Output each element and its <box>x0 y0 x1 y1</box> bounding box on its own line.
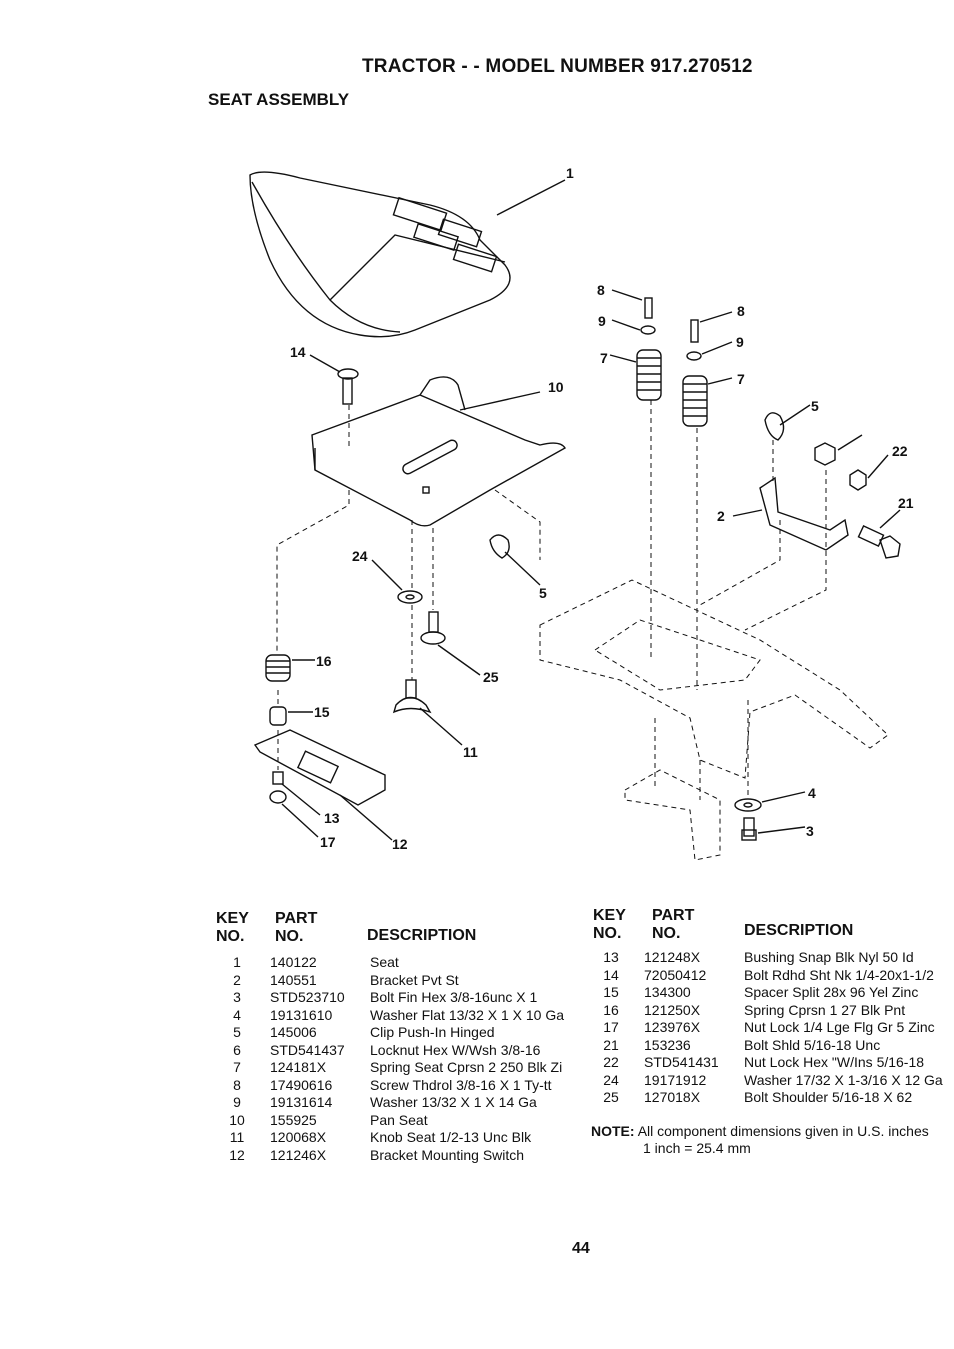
callout-10: 10 <box>548 379 564 395</box>
dimension-note: NOTE: All component dimensions given in … <box>591 1123 929 1157</box>
bracket-12-drawing <box>253 729 393 841</box>
right-description-header: DESCRIPTION <box>744 922 854 939</box>
bracket-2-drawing <box>732 476 849 551</box>
frame-dashed-drawing <box>276 400 889 861</box>
spring-16-drawing <box>265 654 315 682</box>
seat-assembly-diagram: 1 2 3 4 5 5 7 7 8 8 9 9 10 11 12 13 14 1… <box>249 165 914 861</box>
callout-3: 3 <box>806 823 814 839</box>
clip-5-left-drawing <box>489 534 541 586</box>
note-line2: 1 inch = 25.4 mm <box>643 1140 751 1156</box>
callout-4: 4 <box>808 785 816 801</box>
bolt-14-drawing <box>309 354 359 405</box>
bolt-25-drawing <box>420 611 481 676</box>
callout-15: 15 <box>314 704 330 720</box>
part-header-line2: NO. <box>275 928 304 945</box>
part-header-line1: PART <box>652 907 695 924</box>
callout-9-right: 9 <box>736 334 744 350</box>
bolt-3-drawing <box>741 817 806 841</box>
callout-8-left: 8 <box>597 282 605 298</box>
bolt-21-drawing <box>857 509 901 559</box>
spring-stack-right-drawing <box>682 311 733 427</box>
key-header-line1: KEY <box>216 910 249 927</box>
right-part-header: PART NO. <box>652 907 694 943</box>
callout-22: 22 <box>892 443 908 459</box>
nut-22-drawing <box>814 434 889 491</box>
page-title: TRACTOR - - MODEL NUMBER 917.270512 <box>362 56 753 77</box>
key-header-line2: NO. <box>593 925 622 942</box>
knob-11-drawing <box>392 679 463 746</box>
key-header-line2: NO. <box>216 928 245 945</box>
nut-17-drawing <box>269 771 321 838</box>
callout-7-left: 7 <box>600 350 608 366</box>
callout-1: 1 <box>566 165 574 181</box>
callout-21: 21 <box>898 495 914 511</box>
key-header-line1: KEY <box>593 907 626 924</box>
callout-11: 11 <box>463 744 478 760</box>
washer-24-drawing <box>371 559 423 604</box>
left-part-header: PART NO. <box>275 910 317 946</box>
left-key-header: KEY NO. <box>216 910 249 946</box>
page-number: 44 <box>572 1240 590 1257</box>
callout-16: 16 <box>316 653 332 669</box>
callout-7-right: 7 <box>737 371 745 387</box>
note-label: NOTE: <box>591 1123 635 1139</box>
callout-9-left: 9 <box>598 313 606 329</box>
pan-seat-part-drawing <box>311 376 566 527</box>
left-description-header: DESCRIPTION <box>367 927 477 944</box>
part-header-line1: PART <box>275 910 318 927</box>
callout-13: 13 <box>324 810 340 826</box>
clip-5-right-drawing <box>764 404 811 441</box>
callout-17: 17 <box>320 834 336 850</box>
part-header-line2: NO. <box>652 925 681 942</box>
section-title: SEAT ASSEMBLY <box>208 90 350 109</box>
callout-24: 24 <box>352 548 368 564</box>
callout-8-right: 8 <box>737 303 745 319</box>
note-line1: All component dimensions given in U.S. i… <box>637 1123 929 1139</box>
seat-part-drawing <box>249 171 566 338</box>
callout-5-right: 5 <box>811 398 819 414</box>
callout-2: 2 <box>717 508 725 524</box>
right-key-header: KEY NO. <box>593 907 626 943</box>
callout-25: 25 <box>483 669 499 685</box>
callout-5-left: 5 <box>539 585 547 601</box>
callout-12: 12 <box>392 836 408 852</box>
spring-stack-left-drawing <box>609 289 662 401</box>
washer-4-drawing <box>734 791 806 812</box>
spacer-15-drawing <box>269 706 313 726</box>
callout-14: 14 <box>290 344 306 360</box>
